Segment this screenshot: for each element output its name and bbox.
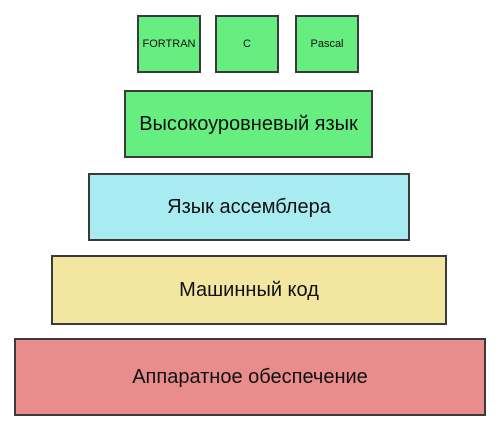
- language-label: FORTRAN: [142, 38, 196, 50]
- layer-hardware: Аппаратное обеспечение: [14, 338, 486, 416]
- layer-assembly-language: Язык ассемблера: [88, 173, 410, 241]
- language-box-c: C: [215, 15, 279, 73]
- layer-label: Аппаратное обеспечение: [132, 365, 368, 388]
- language-box-fortran: FORTRAN: [137, 15, 201, 73]
- language-label: Pascal: [310, 38, 344, 50]
- layer-label: Машинный код: [179, 278, 319, 301]
- language-box-pascal: Pascal: [295, 15, 359, 73]
- language-label: C: [243, 38, 251, 50]
- layer-machine-code: Машинный код: [51, 255, 447, 325]
- layer-label: Язык ассемблера: [167, 195, 331, 218]
- layer-high-level-language: Высокоуровневый язык: [124, 90, 373, 158]
- layer-label: Высокоуровневый язык: [139, 112, 358, 135]
